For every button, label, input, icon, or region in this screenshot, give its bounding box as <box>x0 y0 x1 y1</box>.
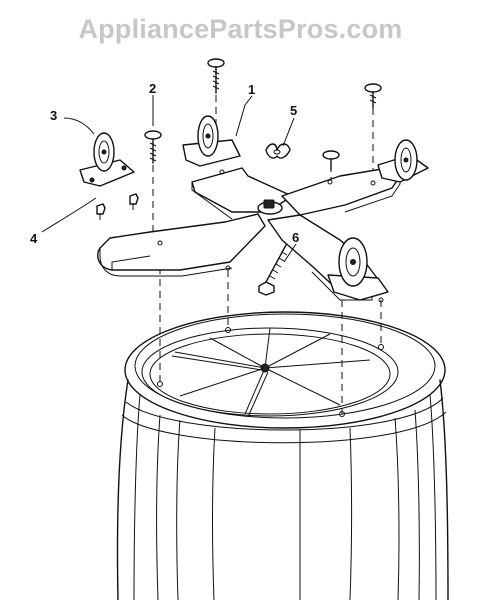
caster-wheel <box>79 132 135 187</box>
nut <box>96 193 139 220</box>
container-bucket <box>116 311 449 600</box>
callout-3: 3 <box>50 108 57 123</box>
screw <box>144 130 162 164</box>
caster-wheel-upper-left <box>182 115 241 167</box>
callout-6: 6 <box>292 230 299 245</box>
leader-lines <box>41 95 297 263</box>
screw-mid-right <box>322 150 340 171</box>
hub-spokes <box>171 327 371 418</box>
callout-4: 4 <box>30 231 38 246</box>
callout-1: 1 <box>248 82 255 97</box>
screw-top-center <box>207 58 225 94</box>
bolt <box>258 244 288 296</box>
watermark: AppliancePartsPros.com <box>78 14 403 44</box>
callout-2: 2 <box>149 81 156 96</box>
caster-wheel-upper-right <box>377 139 429 183</box>
caster-wheel-lower-right <box>327 237 389 301</box>
callout-labels: 1 2 3 4 5 6 <box>30 81 299 246</box>
callout-5: 5 <box>290 103 297 118</box>
screw-top-right <box>364 83 382 109</box>
wing-nut <box>265 143 291 159</box>
